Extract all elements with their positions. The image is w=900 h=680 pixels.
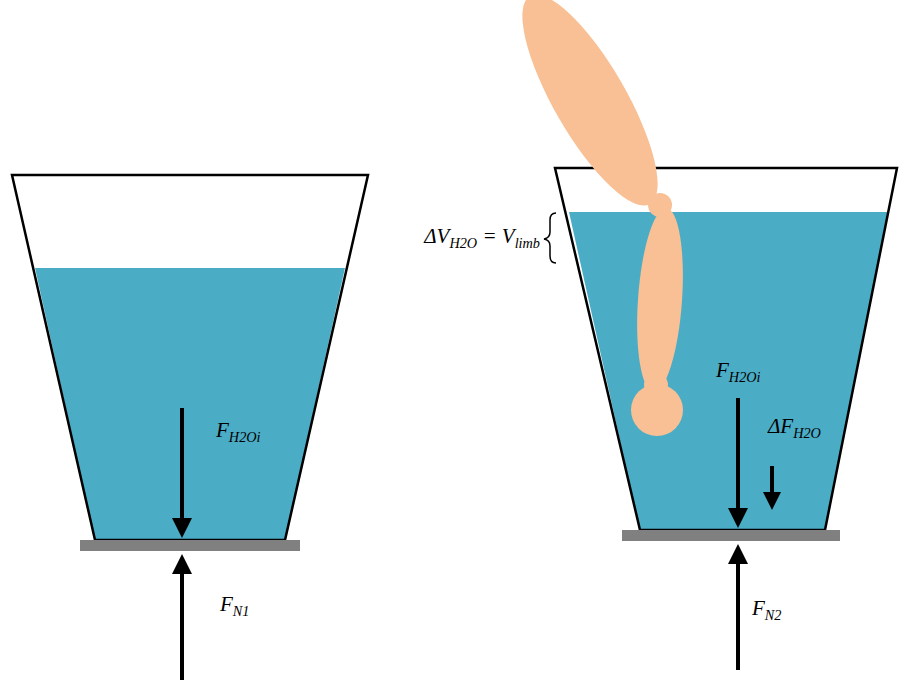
force-label: FN2 [752, 596, 781, 624]
water [569, 212, 888, 530]
forearm [632, 207, 689, 394]
arrowhead [728, 544, 748, 564]
base-plate [622, 530, 840, 541]
arrowhead [728, 508, 748, 528]
elbow [648, 193, 672, 217]
arrowhead [172, 554, 192, 574]
force-arrow [736, 562, 740, 670]
arm [499, 0, 689, 436]
arrowhead [763, 492, 781, 510]
force-label: FN1 [220, 592, 249, 620]
force-arrow [736, 398, 740, 510]
beaker-outline [555, 168, 897, 530]
hand [631, 384, 683, 436]
arrowhead [172, 518, 192, 538]
base-plate [80, 540, 300, 551]
upper-arm [499, 0, 681, 222]
force-arrow [180, 408, 184, 520]
force-arrow [180, 572, 184, 680]
force-label: ΔFH2O [768, 414, 821, 442]
force-label: FH2Oi [716, 358, 761, 386]
force-arrow [770, 466, 774, 494]
brace [544, 213, 556, 263]
volume-label: ΔVH2O = Vlimb [424, 224, 540, 252]
beaker-outline [12, 175, 368, 540]
force-label: FH2Oi [216, 418, 261, 446]
water [35, 268, 345, 540]
